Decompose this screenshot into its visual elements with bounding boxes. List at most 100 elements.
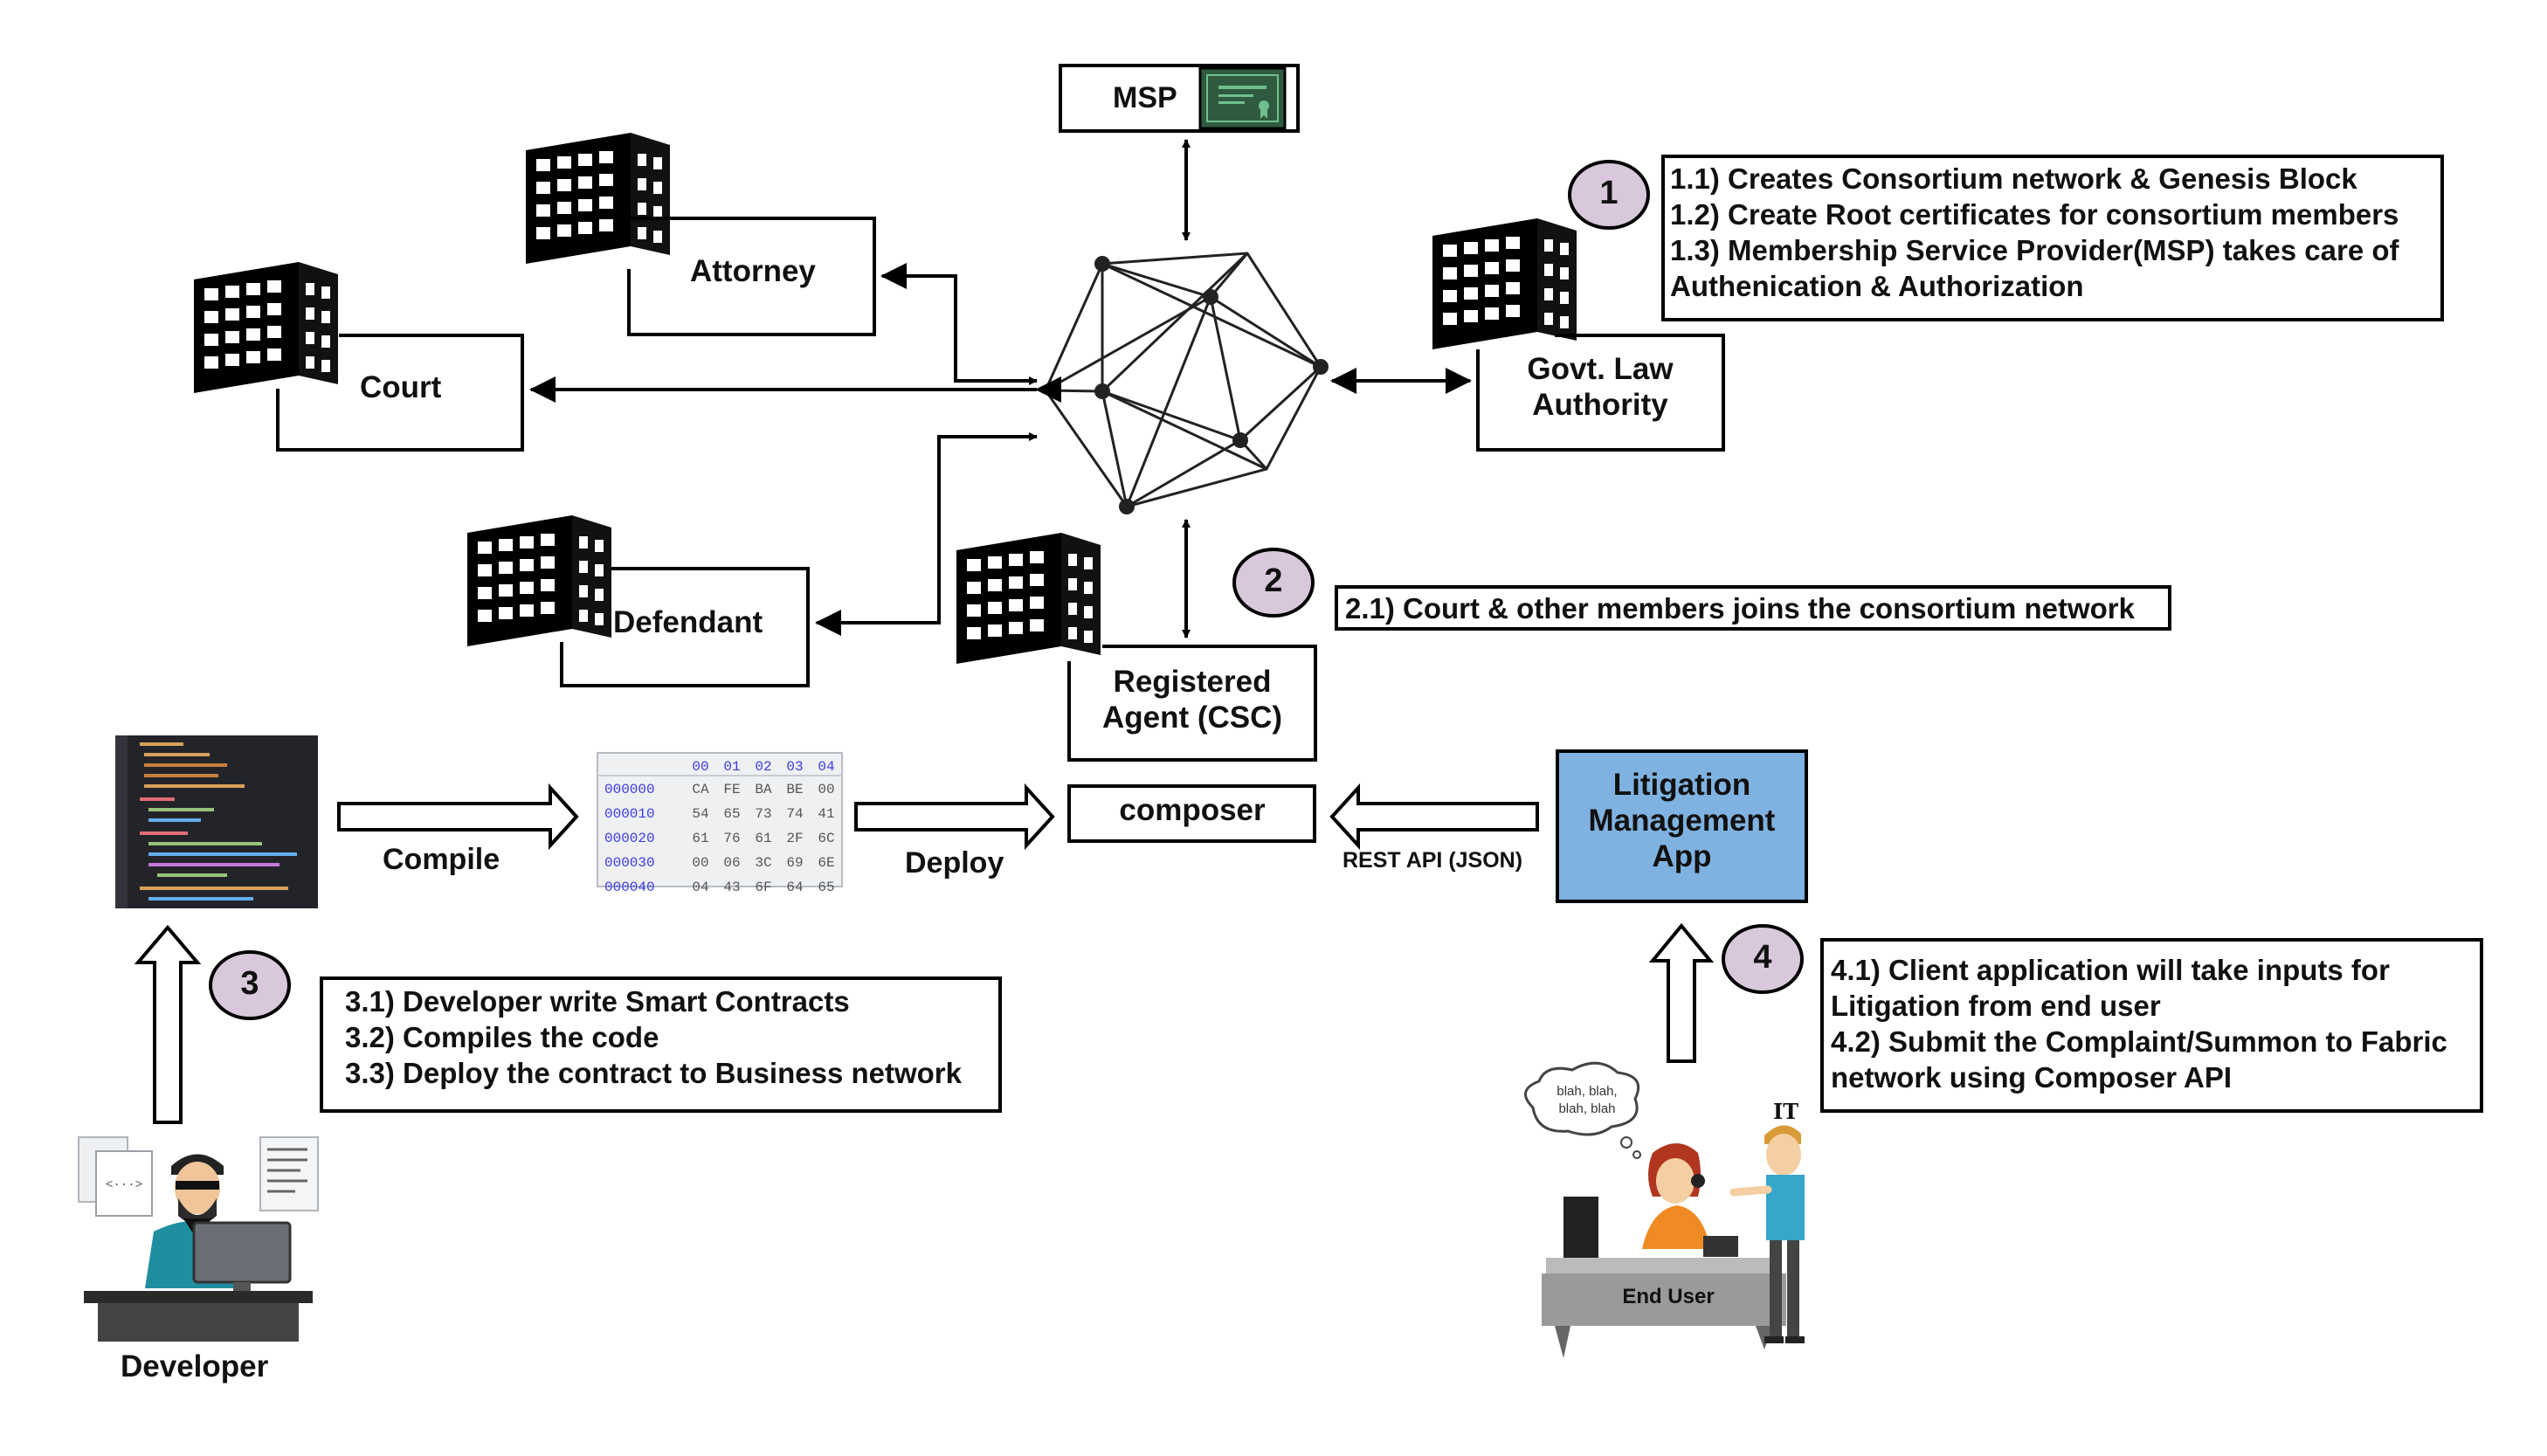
bytecode-row: 000020 61 76 61 2F 6C: [597, 826, 842, 851]
step1-line: 1.1) Creates Consortium network & Genesi…: [1670, 162, 2357, 195]
bytecode-header-cell: 00: [692, 759, 709, 775]
step2-box: [1335, 585, 2171, 631]
bytecode-byte: 65: [723, 806, 741, 822]
bytecode-byte: 3C: [755, 855, 772, 871]
attorney-arrow: [880, 263, 1038, 385]
source-code-thumbnail: [115, 735, 318, 908]
bytecode-table: 00 01 02 03 04 000000 CA FE BA BE 00 000010 54 6…: [597, 755, 842, 900]
registered-agent-building-icon: [956, 533, 1101, 664]
svg-text:<···>: <···>: [106, 1178, 142, 1192]
bytecode-byte: 04: [692, 880, 709, 895]
bytecode-header-cell: 02: [755, 759, 772, 775]
defendant-building-icon: [467, 515, 611, 646]
step1-box: [1661, 155, 2444, 321]
bytecode-address: 000000: [604, 782, 655, 797]
court-label: Court: [360, 370, 442, 404]
bytecode-rows: 000000 CA FE BA BE 00 000010 54 65 73 74 41 000020 61…: [597, 777, 842, 900]
litigation-app-box: [1556, 749, 1808, 903]
bytecode-byte: 41: [818, 806, 835, 822]
step1-line: 1.3) Membership Service Provider(MSP) ta…: [1670, 234, 2399, 266]
bytecode-byte: 06: [723, 855, 741, 871]
bytecode-row: 000040 04 43 6F 64 65: [597, 875, 842, 900]
end-user-desk-label: End User: [1622, 1285, 1715, 1308]
certificate-icon: [1198, 66, 1287, 130]
it-label: IT: [1773, 1099, 1799, 1124]
step1-line: Authenication & Authorization: [1670, 270, 2084, 302]
registered-agent-label: Registered Agent (CSC): [1101, 665, 1283, 735]
bytecode-byte: BA: [755, 782, 772, 797]
govt-law-authority-label: Govt. Law Authority: [1527, 352, 1674, 422]
network-nodes: [1094, 256, 1329, 514]
step1-line: 1.2) Create Root certificates for consor…: [1670, 198, 2399, 231]
badge-4: [1722, 924, 1804, 994]
badge-1: [1568, 160, 1650, 230]
badge-1-number: 1: [1599, 175, 1619, 211]
defendant-label: Defendant: [613, 605, 763, 639]
step4-box: [1820, 938, 2483, 1113]
bytecode-address: 000030: [604, 855, 655, 871]
badge-3-number: 3: [240, 965, 259, 1002]
bytecode-byte: 54: [692, 806, 709, 822]
defendant-arrow: [815, 432, 1038, 636]
rest-api-label: REST API (JSON): [1343, 848, 1523, 873]
speech-bubble-text: blah, blah, blah, blah: [1556, 1084, 1618, 1116]
msp-label: MSP: [1113, 81, 1177, 114]
bytecode-byte: 00: [692, 855, 709, 871]
blockchain-network-icon: [1044, 252, 1322, 508]
bytecode-byte: 2F: [786, 831, 804, 846]
bytecode-byte: 61: [692, 831, 709, 846]
court-building-icon: [194, 262, 338, 393]
developer-illustration: <···>: [78, 1136, 319, 1342]
bytecode-header-cell: 03: [786, 759, 804, 775]
step3-box: [320, 976, 1002, 1113]
bytecode-byte: 74: [786, 806, 804, 822]
govt-box: [1476, 334, 1725, 452]
step4-line: 4.2) Submit the Complaint/Summon to Fabr…: [1831, 1025, 2447, 1058]
step3-line: 3.3) Deploy the contract to Business net…: [345, 1057, 962, 1089]
developer-label: Developer: [121, 1349, 269, 1384]
bytecode-byte: 6C: [818, 831, 835, 846]
bytecode-address: 000040: [604, 880, 655, 895]
deploy-label: Deploy: [905, 846, 1004, 880]
bytecode-address: 000010: [604, 806, 655, 822]
badge-2: [1232, 548, 1315, 618]
end-user-up-arrow: [1648, 922, 1715, 1063]
bytecode-byte: BE: [786, 782, 804, 797]
step2-text: 2.1) Court & other members joins the con…: [1345, 590, 2135, 626]
bytecode-byte: 64: [786, 880, 804, 895]
bytecode-byte: 76: [723, 831, 741, 846]
developer-up-arrow: [134, 924, 202, 1124]
badge-3: [209, 950, 291, 1020]
composer-label: composer: [1119, 793, 1266, 827]
bytecode-byte: 65: [818, 880, 835, 895]
badge-2-number: 2: [1264, 562, 1283, 599]
step4-line: Litigation from end user: [1831, 990, 2161, 1022]
litigation-app-label: Litigation Management App: [1588, 768, 1776, 873]
bytecode-header-row: 00 01 02 03 04: [597, 755, 842, 777]
attorney-box: [627, 217, 876, 336]
bytecode-byte: 6F: [755, 880, 772, 895]
step4-line: 4.1) Client application will take inputs…: [1831, 954, 2390, 986]
court-box: [276, 334, 524, 452]
bytecode-byte: 69: [786, 855, 804, 871]
end-user-illustration: [1524, 1061, 1805, 1358]
badge-4-number: 4: [1753, 939, 1772, 976]
bytecode-byte: CA: [692, 782, 709, 797]
bytecode-byte: 00: [818, 782, 835, 797]
bytecode-byte: 61: [755, 831, 772, 846]
bytecode-address: 000020: [604, 831, 655, 846]
compile-label: Compile: [383, 843, 500, 876]
bytecode-byte: 43: [723, 880, 741, 895]
bytecode-header-cell: 01: [723, 759, 741, 775]
bytecode-byte: 73: [755, 806, 772, 822]
registered-agent-box: [1067, 645, 1317, 762]
step1-text: 1.1) Creates Consortium network & Genesi…: [1670, 161, 2399, 304]
compile-arrow: [337, 783, 579, 851]
attorney-label: Attorney: [690, 254, 816, 288]
bytecode-byte: FE: [723, 782, 741, 797]
govt-building-icon: [1432, 218, 1577, 349]
bytecode-header-cell: 04: [818, 759, 835, 775]
